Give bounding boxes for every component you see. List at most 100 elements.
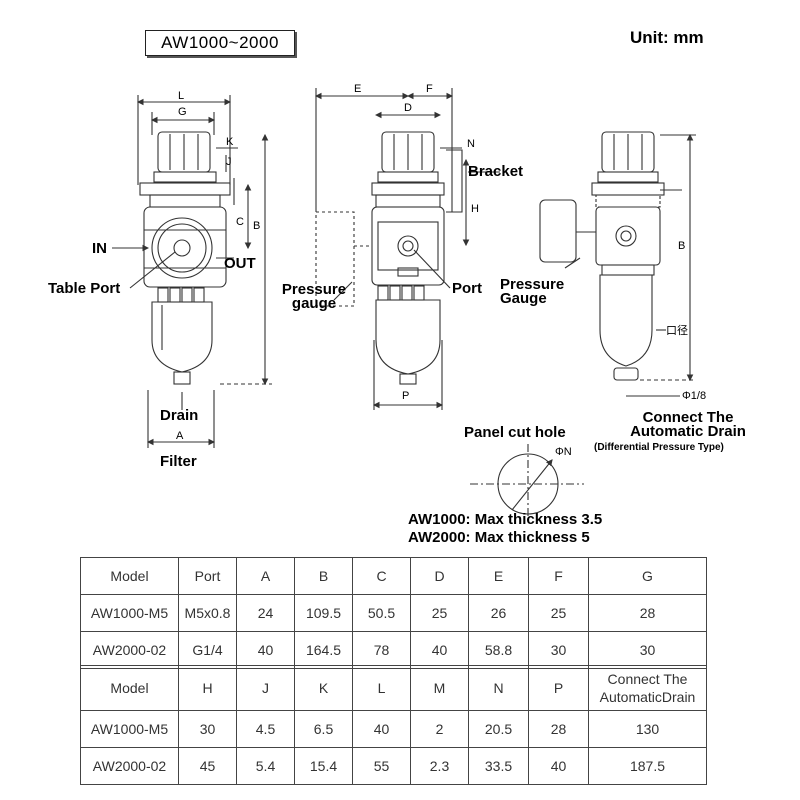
max-thickness-aw2000: AW2000: Max thickness 5 — [408, 529, 590, 546]
table-cell: 109.5 — [294, 594, 353, 632]
dim-G: G — [178, 106, 187, 118]
header-cell: E — [468, 557, 529, 595]
dim-F: F — [426, 83, 433, 95]
unit-label: Unit: mm — [630, 28, 704, 47]
dim-B-right: B — [678, 240, 686, 252]
table-cell: 58.8 — [468, 631, 529, 669]
table-cell: 50.5 — [352, 594, 411, 632]
header-cell: F — [528, 557, 589, 595]
connect-drain-label: Connect The Automatic Drain — [630, 409, 746, 440]
header-cell: N — [468, 665, 529, 711]
table-cell: AW2000-02 — [80, 631, 179, 669]
header-cell: M — [410, 665, 469, 711]
table-header-row: Model H J K L M N P Connect The Automati… — [80, 665, 707, 711]
dim-P: P — [402, 390, 410, 402]
dimension-table-2: Model H J K L M N P Connect The Automati… — [80, 665, 707, 785]
table-cell: G1/4 — [178, 631, 237, 669]
filter-label: Filter — [160, 453, 197, 470]
table-cell: 30 — [528, 631, 589, 669]
table-cell: 30 — [588, 631, 707, 669]
header-cell: B — [294, 557, 353, 595]
table-cell: 40 — [528, 747, 589, 785]
bracket-label: Bracket — [468, 163, 524, 180]
series-title: AW1000~2000 — [145, 30, 295, 56]
table-cell: 30 — [178, 710, 237, 748]
header-cell: L — [352, 665, 411, 711]
header-cell: J — [236, 665, 295, 711]
table-row: AW1000-M5 M5x0.8 24 109.5 50.5 25 26 25 … — [80, 594, 707, 632]
table-cell: 40 — [352, 710, 411, 748]
table-cell: 6.5 — [294, 710, 353, 748]
table-cell: 2 — [410, 710, 469, 748]
pressure-gauge-mid-label: Pressure gauge — [281, 281, 347, 312]
table-cell: 28 — [588, 594, 707, 632]
drain-label: Drain — [160, 407, 199, 424]
header-cell: G — [588, 557, 707, 595]
dim-N: N — [467, 138, 475, 150]
dim-D: D — [404, 102, 412, 114]
dim-square: 口径 — [666, 325, 688, 337]
table-cell: 20.5 — [468, 710, 529, 748]
table-cell: 187.5 — [588, 747, 707, 785]
dim-phi18: Φ1/8 — [682, 390, 707, 402]
table-port-label: Table Port — [48, 280, 121, 297]
panel-cut-hole-drawing — [470, 444, 584, 524]
header-cell: Connect The AutomaticDrain — [588, 665, 707, 711]
diff-pressure-label: (Differential Pressure Type) — [594, 442, 724, 453]
header-cell: K — [294, 665, 353, 711]
header-cell: D — [410, 557, 469, 595]
table-cell: 24 — [236, 594, 295, 632]
table-row: AW1000-M5 30 4.5 6.5 40 2 20.5 28 130 — [80, 710, 707, 748]
dim-C: C — [236, 216, 244, 228]
dimension-table-1: Model Port A B C D E F G AW1000-M5 M5x0.… — [80, 557, 707, 669]
header-cell: C — [352, 557, 411, 595]
table-header-row: Model Port A B C D E F G — [80, 557, 707, 595]
table-cell: 40 — [410, 631, 469, 669]
out-label: OUT — [224, 255, 256, 272]
table-row: AW2000-02 45 5.4 15.4 55 2.3 33.5 40 187… — [80, 747, 707, 785]
table-cell: 2.3 — [410, 747, 469, 785]
header-cell: Model — [80, 557, 179, 595]
filter-regulator-side-view — [314, 88, 500, 410]
table-cell: 55 — [352, 747, 411, 785]
table-cell: 78 — [352, 631, 411, 669]
in-label: IN — [92, 240, 107, 257]
table-cell: 33.5 — [468, 747, 529, 785]
table-cell: 15.4 — [294, 747, 353, 785]
dim-phiN: ΦN — [555, 446, 572, 458]
table-cell: AW1000-M5 — [80, 594, 179, 632]
header-cell: A — [236, 557, 295, 595]
table-cell: 40 — [236, 631, 295, 669]
header-cell: H — [178, 665, 237, 711]
table-cell: 26 — [468, 594, 529, 632]
dim-E: E — [354, 83, 362, 95]
dim-H: H — [471, 203, 479, 215]
dim-B: B — [253, 220, 261, 232]
table-cell: 5.4 — [236, 747, 295, 785]
panel-cut-hole-label: Panel cut hole — [464, 424, 566, 441]
header-cell: Port — [178, 557, 237, 595]
table-cell: 28 — [528, 710, 589, 748]
table-row: AW2000-02 G1/4 40 164.5 78 40 58.8 30 30 — [80, 631, 707, 669]
port-label: Port — [452, 280, 482, 297]
header-cell: Model — [80, 665, 179, 711]
table-cell: 25 — [528, 594, 589, 632]
automatic-drain-view — [539, 131, 696, 397]
table-cell: 164.5 — [294, 631, 353, 669]
table-cell: 4.5 — [236, 710, 295, 748]
table-cell: 130 — [588, 710, 707, 748]
dim-A: A — [176, 430, 184, 442]
table-cell: 25 — [410, 594, 469, 632]
header-cell: P — [528, 665, 589, 711]
dim-K: K — [226, 136, 234, 148]
dim-L: L — [178, 90, 185, 102]
table-cell: AW2000-02 — [80, 747, 179, 785]
technical-drawing — [112, 88, 696, 524]
filter-regulator-front-view — [112, 95, 272, 448]
table-cell: 45 — [178, 747, 237, 785]
dim-J: J — [226, 156, 232, 168]
table-cell: AW1000-M5 — [80, 710, 179, 748]
max-thickness-aw1000: AW1000: Max thickness 3.5 — [408, 511, 603, 528]
table-cell: M5x0.8 — [178, 594, 237, 632]
pressure-gauge-right-label: Pressure Gauge — [500, 276, 565, 307]
